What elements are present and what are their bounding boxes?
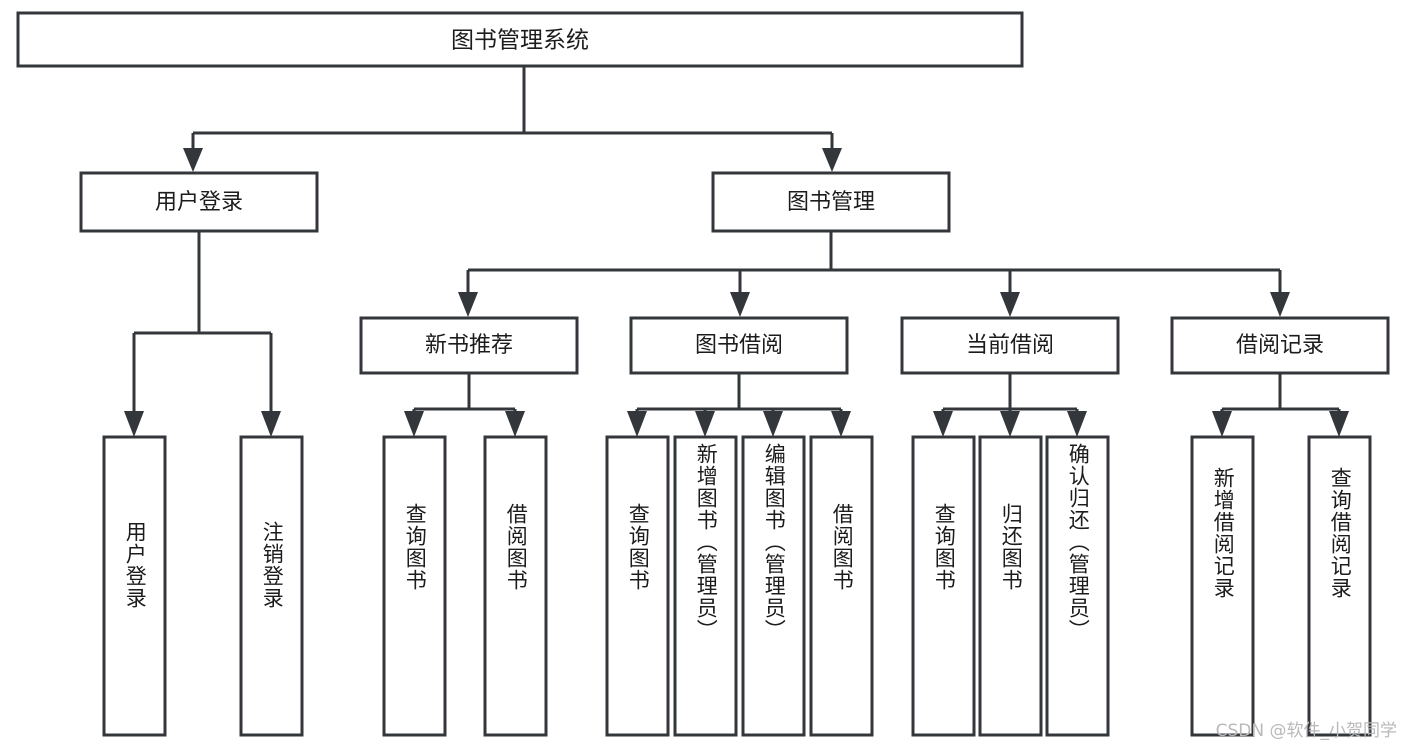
leaf-box-query-borrow-record[interactable] <box>1307 435 1372 737</box>
node-book-borrow[interactable]: 图书借阅 <box>629 316 849 375</box>
arrow-books-c2-icon <box>730 292 750 317</box>
borrow-record-box[interactable] <box>1170 316 1390 375</box>
arrow-login-leaf2-icon <box>261 411 281 437</box>
leaf-box-add-borrow-record[interactable] <box>1190 435 1255 737</box>
arrow-root-to-books-icon <box>822 148 842 172</box>
book-borrow-box[interactable] <box>629 316 849 375</box>
arrow-books-c4-icon <box>1270 292 1290 317</box>
node-root[interactable]: 图书管理系统 <box>16 11 1024 68</box>
arrow-borrow-l3-icon <box>763 411 783 437</box>
leaf-box-borrow-book-2[interactable] <box>809 435 874 737</box>
arrow-books-c1-icon <box>458 292 478 317</box>
csdn-watermark: CSDN @软件_小贺同学 <box>1215 721 1397 741</box>
arrow-current-l2-icon <box>1000 411 1020 437</box>
book-management-box[interactable] <box>711 171 951 233</box>
leaf-box-edit-book-admin[interactable] <box>741 435 806 737</box>
leaf-box-logout[interactable] <box>239 435 304 737</box>
arrow-record-l1-icon <box>1212 411 1232 437</box>
node-book-management[interactable]: 图书管理 <box>711 171 951 233</box>
root-box[interactable] <box>16 11 1024 68</box>
arrow-borrow-l2-icon <box>695 411 715 437</box>
arrow-current-l3-icon <box>1067 411 1087 437</box>
arrow-current-l1-icon <box>933 411 953 437</box>
book-management-label: 图书管理 <box>787 190 875 215</box>
leaf-box-query-book-2[interactable] <box>605 435 670 737</box>
current-borrow-box[interactable] <box>900 316 1120 375</box>
current-borrow-label: 当前借阅 <box>966 333 1054 358</box>
leaf-box-add-book-admin[interactable] <box>673 435 738 737</box>
leaf-box-confirm-return-admin[interactable] <box>1045 435 1110 737</box>
node-borrow-record[interactable]: 借阅记录 <box>1170 316 1390 375</box>
arrow-borrow-l4-icon <box>831 411 851 437</box>
root-label: 图书管理系统 <box>451 28 589 54</box>
arrow-login-leaf1-icon <box>124 411 144 437</box>
leaf-box-query-book-1[interactable] <box>382 435 447 737</box>
node-current-borrow[interactable]: 当前借阅 <box>900 316 1120 375</box>
leaf-box-borrow-book-1[interactable] <box>483 435 548 737</box>
new-book-recommend-box[interactable] <box>359 316 579 375</box>
arrow-books-c3-icon <box>1000 292 1020 317</box>
arrow-recommend-l1-icon <box>404 411 424 437</box>
arrow-record-l2-icon <box>1329 411 1349 437</box>
leaf-box-query-book-3[interactable] <box>911 435 976 737</box>
arrow-root-to-login-icon <box>183 148 203 172</box>
arrow-recommend-l2-icon <box>505 411 525 437</box>
new-book-recommend-label: 新书推荐 <box>425 333 513 358</box>
user-login-label: 用户登录 <box>155 190 243 215</box>
node-new-book-recommend[interactable]: 新书推荐 <box>359 316 579 375</box>
book-borrow-label: 图书借阅 <box>695 333 783 358</box>
leaf-box-return-book[interactable] <box>978 435 1043 737</box>
leaf-box-user-login[interactable] <box>102 435 167 737</box>
borrow-record-label: 借阅记录 <box>1236 333 1324 358</box>
arrow-borrow-l1-icon <box>627 411 647 437</box>
node-user-login[interactable]: 用户登录 <box>79 171 319 233</box>
